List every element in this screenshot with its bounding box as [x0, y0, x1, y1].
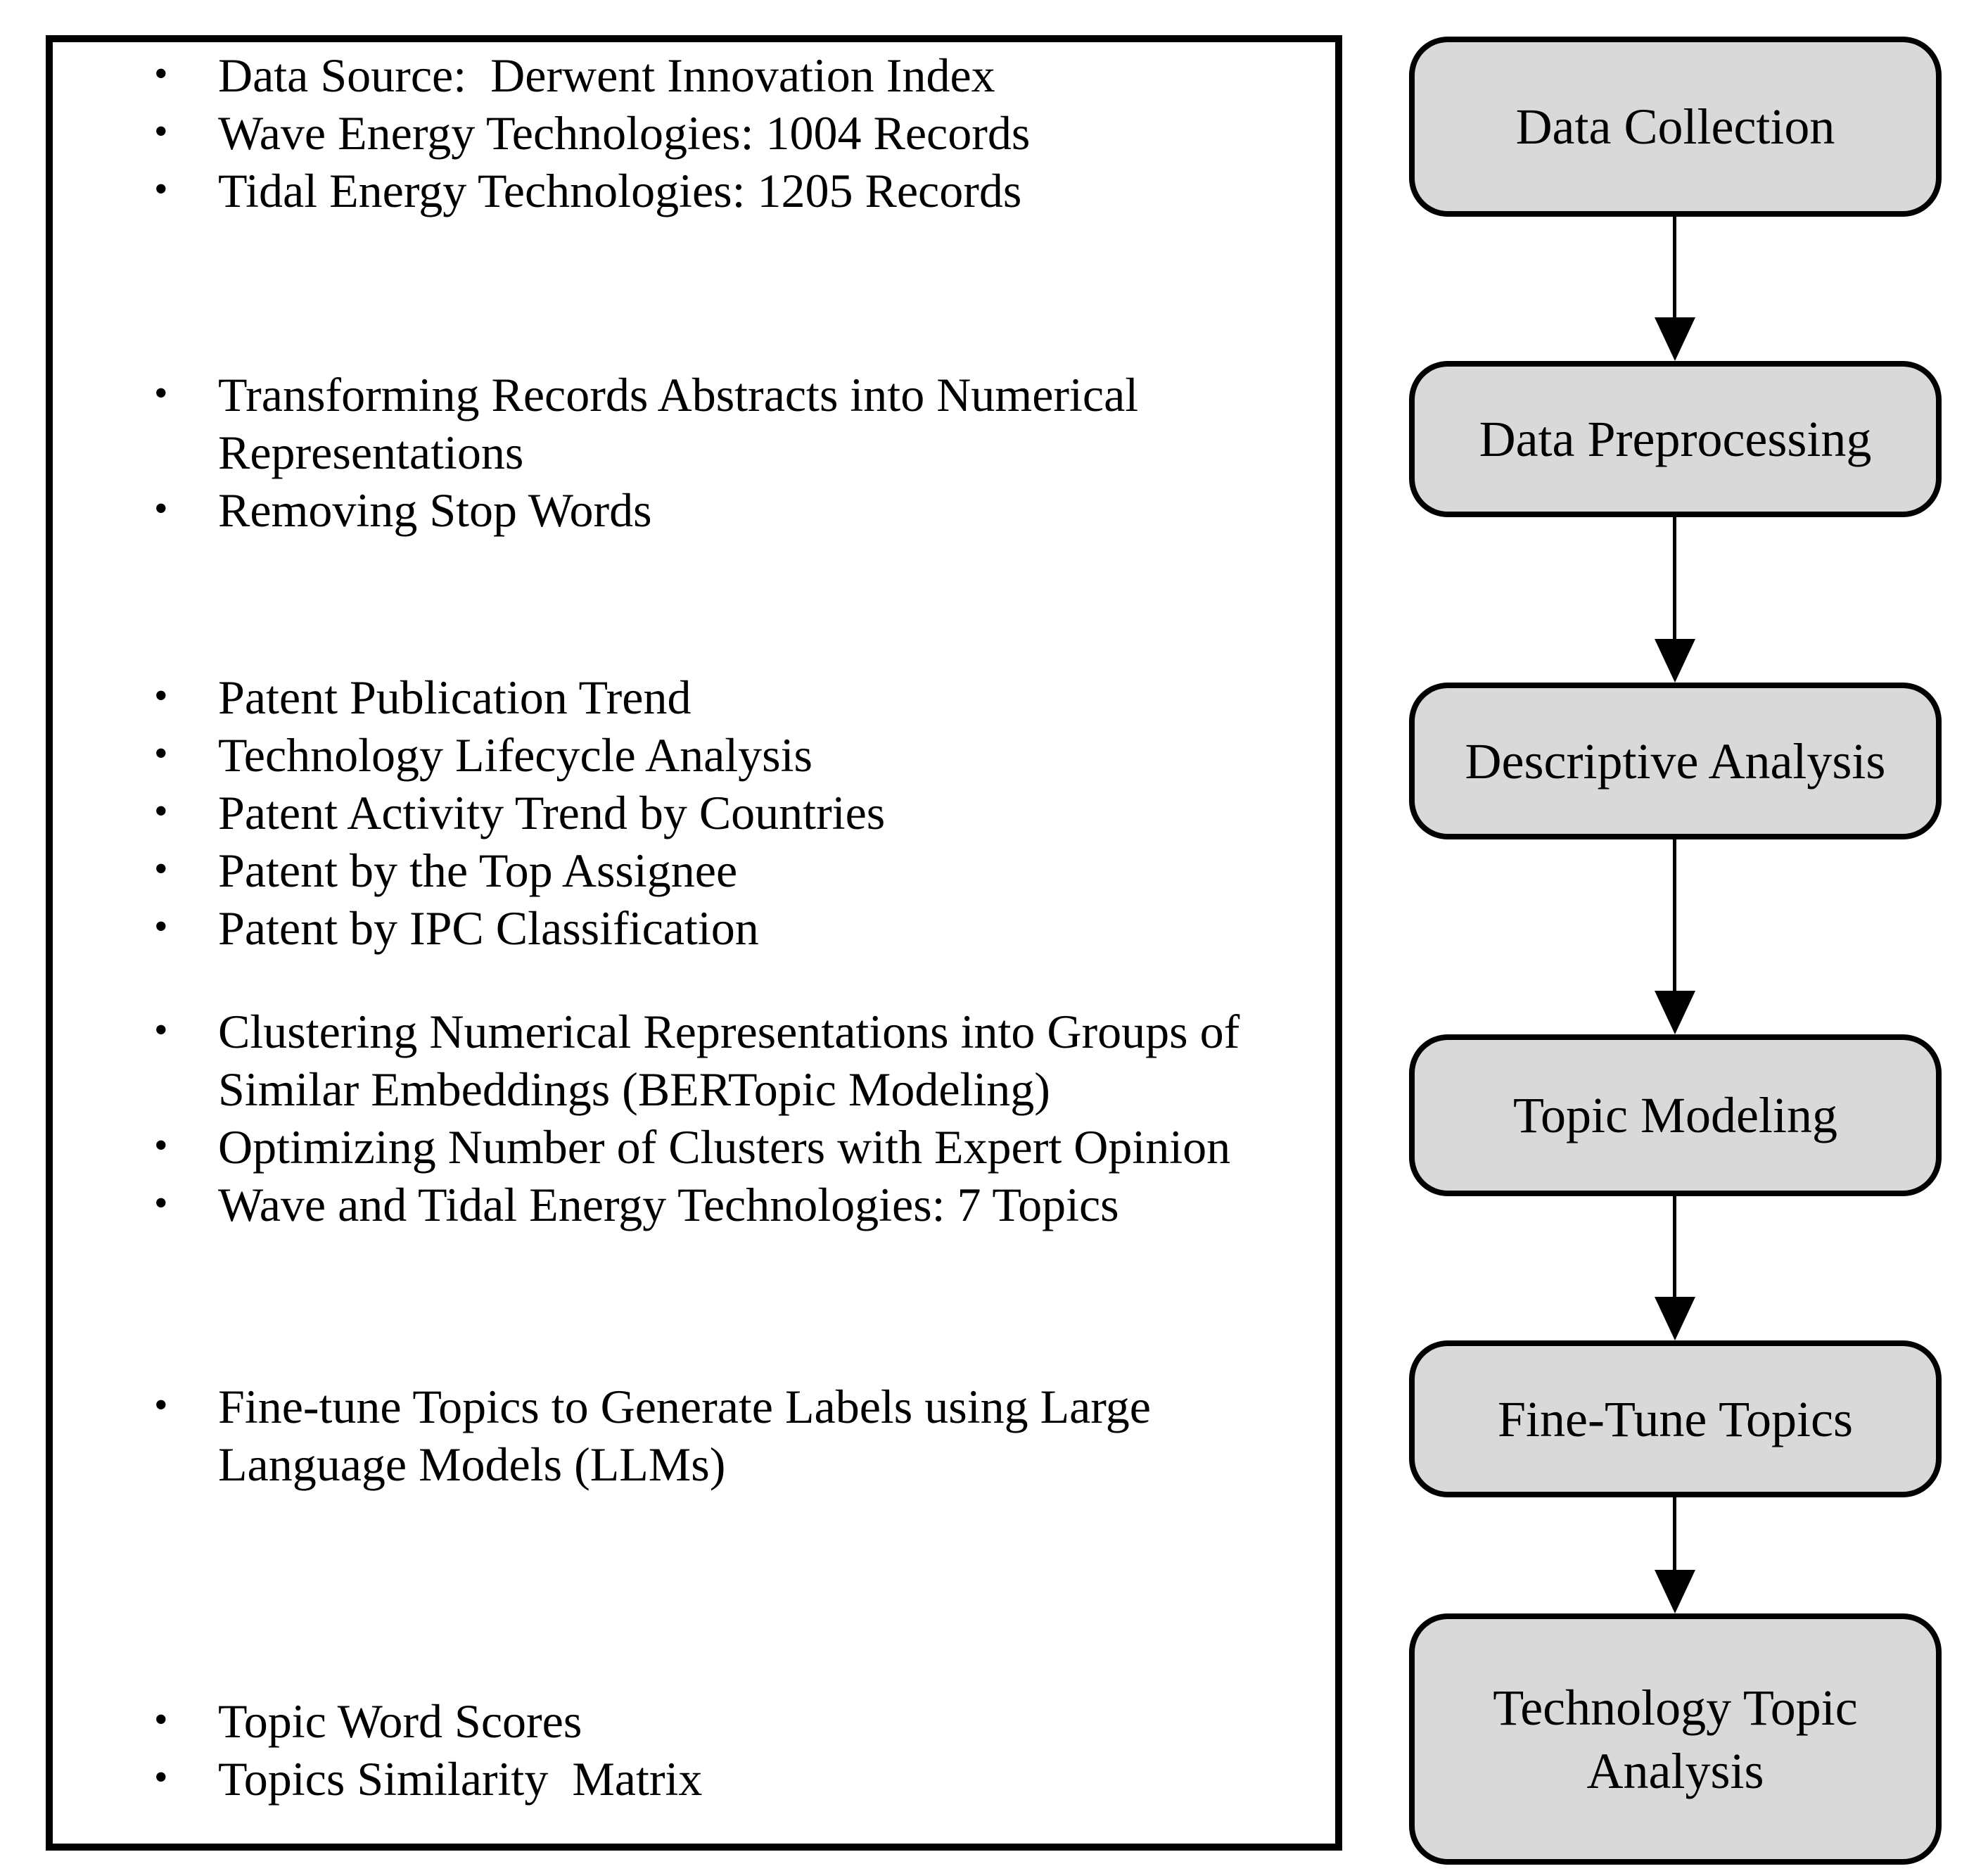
flow-step-label: Descriptive Analysis: [1465, 732, 1886, 789]
bullet-icon: •: [154, 487, 168, 531]
bullet-text: Topics Similarity Matrix: [218, 1752, 703, 1806]
bullet-text: Fine-tune Topics to Generate Labels usin…: [218, 1380, 1163, 1491]
bullet-text: Tidal Energy Technologies: 1205 Records: [218, 164, 1022, 217]
bullet-item: • Optimizing Number of Clusters with Expe…: [151, 1118, 1337, 1176]
flow-step-data-collection: Data Collection: [1409, 37, 1942, 217]
flow-step-data-preprocessing: Data Preprocessing: [1409, 361, 1942, 517]
arrow-connector: [1673, 839, 1676, 991]
bullet-icon: •: [154, 1698, 168, 1742]
arrow-down-icon: [1655, 991, 1695, 1034]
bullet-text: Clustering Numerical Representations int…: [218, 1005, 1252, 1116]
flow-step-label: Data Preprocessing: [1479, 411, 1872, 467]
arrow-connector: [1673, 1196, 1676, 1297]
bullet-text: Data Source: Derwent Innovation Index: [218, 49, 995, 102]
flow-step-label: Technology Topic Analysis: [1493, 1679, 1858, 1799]
bullet-text: Patent Publication Trend: [218, 671, 692, 724]
bullet-icon: •: [154, 1383, 168, 1427]
arrow-down-icon: [1655, 1297, 1695, 1340]
bullet-text: Wave Energy Technologies: 1004 Records: [218, 106, 1031, 160]
bullet-group-data-preprocessing: • Transforming Records Abstracts into Num…: [151, 366, 1337, 539]
bullet-icon: •: [154, 732, 168, 775]
bullet-item: • Clustering Numerical Representations in…: [151, 1003, 1337, 1118]
arrow-connector: [1673, 217, 1676, 319]
bullet-group-descriptive-analysis: • Patent Publication Trend • Technology Li…: [151, 668, 885, 957]
bullet-icon: •: [154, 1124, 168, 1167]
bullet-item: • Patent by IPC Classification: [151, 899, 885, 957]
arrow-down-icon: [1655, 1570, 1695, 1613]
bullet-text: Topic Word Scores: [218, 1694, 582, 1748]
bullet-item: • Wave and Tidal Energy Technologies: 7 T…: [151, 1176, 1337, 1233]
bullet-text: Optimizing Number of Clusters with Exper…: [218, 1120, 1231, 1174]
arrow-down-icon: [1655, 639, 1695, 683]
bullet-item: • Data Source: Derwent Innovation Index: [151, 46, 1030, 104]
bullet-icon: •: [154, 110, 168, 153]
bullet-item: • Patent Publication Trend: [151, 668, 885, 726]
bullet-text: Transforming Records Abstracts into Nume…: [218, 368, 1151, 479]
bullet-text: Patent Activity Trend by Countries: [218, 786, 886, 839]
bullet-icon: •: [154, 789, 168, 833]
flow-step-fine-tune-topics: Fine-Tune Topics: [1409, 1340, 1942, 1497]
bullet-text: Patent by the Top Assignee: [218, 844, 738, 897]
bullet-icon: •: [154, 847, 168, 891]
bullet-icon: •: [154, 1181, 168, 1225]
bullet-icon: •: [154, 372, 168, 415]
bullet-item: • Topic Word Scores: [151, 1692, 702, 1750]
bullet-group-topic-modeling: • Clustering Numerical Representations in…: [151, 1003, 1337, 1233]
bullet-item: • Wave Energy Technologies: 1004 Records: [151, 104, 1030, 162]
bullet-item: • Tidal Energy Technologies: 1205 Records: [151, 162, 1030, 220]
arrow-connector: [1673, 1497, 1676, 1570]
arrow-down-icon: [1655, 317, 1695, 361]
method-details-panel: [46, 35, 1342, 1851]
bullet-group-data-collection: • Data Source: Derwent Innovation Index •…: [151, 46, 1030, 220]
flow-step-descriptive-analysis: Descriptive Analysis: [1409, 683, 1942, 839]
bullet-item: • Removing Stop Words: [151, 481, 1337, 539]
bullet-text: Removing Stop Words: [218, 483, 652, 537]
bullet-icon: •: [154, 905, 168, 949]
flow-step-topic-modeling: Topic Modeling: [1409, 1034, 1942, 1196]
bullet-item: • Patent by the Top Assignee: [151, 842, 885, 899]
flow-step-label: Topic Modeling: [1513, 1087, 1837, 1143]
flow-step-label: Data Collection: [1515, 99, 1835, 155]
bullet-text: Technology Lifecycle Analysis: [218, 728, 813, 782]
bullet-icon: •: [154, 52, 168, 96]
bullet-group-technology-topic-analysis: • Topic Word Scores • Topics Similarity Ma…: [151, 1692, 702, 1808]
bullet-icon: •: [154, 674, 168, 718]
bullet-icon: •: [154, 1008, 168, 1052]
bullet-icon: •: [154, 1756, 168, 1799]
flow-step-label: Fine-Tune Topics: [1497, 1390, 1854, 1447]
bullet-item: • Technology Lifecycle Analysis: [151, 726, 885, 784]
bullet-text: Patent by IPC Classification: [218, 901, 759, 955]
bullet-item: • Topics Similarity Matrix: [151, 1750, 702, 1808]
bullet-text: Wave and Tidal Energy Technologies: 7 To…: [218, 1178, 1119, 1231]
bullet-item: • Fine-tune Topics to Generate Labels usi…: [151, 1378, 1337, 1493]
arrow-connector: [1673, 517, 1676, 639]
bullet-item: • Patent Activity Trend by Countries: [151, 784, 885, 842]
flow-step-technology-topic-analysis: Technology Topic Analysis: [1409, 1613, 1942, 1865]
bullet-group-fine-tune-topics: • Fine-tune Topics to Generate Labels usi…: [151, 1378, 1337, 1493]
bullet-item: • Transforming Records Abstracts into Num…: [151, 366, 1337, 481]
bullet-icon: •: [154, 167, 168, 211]
